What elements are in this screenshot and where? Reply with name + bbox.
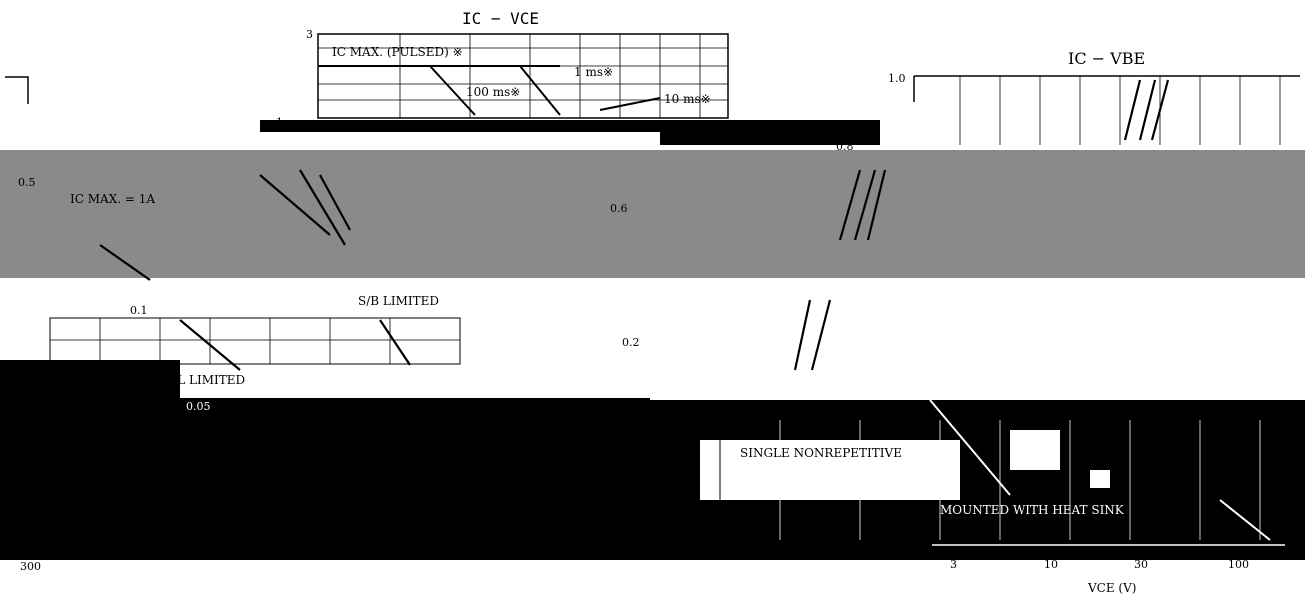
curve-10ms xyxy=(599,97,661,111)
band-white-f xyxy=(1010,430,1060,470)
x-tick-10: 10 xyxy=(1044,558,1058,571)
band-white-a xyxy=(20,300,490,360)
ic-vbe-curves xyxy=(793,79,1170,371)
tick-1-0: 1.0 xyxy=(888,72,906,85)
tick-3: 3 xyxy=(306,28,313,41)
heat-sink-curve xyxy=(929,399,1271,541)
dc-curves xyxy=(99,169,411,371)
ic-vce-frame xyxy=(317,33,729,119)
ic-vbe-top-axis xyxy=(913,75,1300,102)
lower-left-grid-lines xyxy=(50,318,460,364)
tick-0-8: 0.8 xyxy=(836,140,854,153)
band-grey-left xyxy=(0,150,280,250)
band-right-black xyxy=(660,120,880,145)
lower-right-grid-lines xyxy=(779,420,1261,540)
ic-vce-title: IC − VCE xyxy=(462,9,539,28)
ic-vbe-plot xyxy=(719,75,1301,546)
tick-0-2: 0.2 xyxy=(622,336,640,349)
single-nonrepetitive-label: SINGLE NONREPETITIVE xyxy=(740,446,902,460)
tick-0-5: 0.5 xyxy=(18,176,36,189)
tick-1: 1 xyxy=(276,116,283,129)
band-white-g xyxy=(1090,470,1110,488)
band-top-black xyxy=(260,120,660,132)
label-1ms: 1 ms※ xyxy=(574,65,613,79)
ic-vbe-title: IC − VBE xyxy=(1068,49,1145,68)
lower-left-grid xyxy=(49,317,461,365)
x-tick-30: 30 xyxy=(1134,558,1148,571)
curve-1ms xyxy=(519,65,561,116)
ic-max-pulsed-label: IC MAX. (PULSED) ※ xyxy=(332,45,463,59)
tick-0-6: 0.6 xyxy=(610,202,628,215)
band-mid-white xyxy=(650,280,1305,400)
x-axis-label: VCE (V) xyxy=(1087,581,1136,595)
ic-max-label: IC MAX. = 1A xyxy=(70,192,155,206)
curve-100ms xyxy=(429,65,476,116)
band-black-c xyxy=(0,360,180,400)
ic-vce-plot xyxy=(5,33,729,371)
tick-0-05: 0.05 xyxy=(186,400,211,413)
thermal-limited-label: THERMAL LIMITED xyxy=(120,373,245,387)
corner-label-0-005: 0.005 xyxy=(878,543,910,556)
left-axis-fragment xyxy=(5,76,29,104)
label-100ms: 100 ms※ xyxy=(466,85,520,99)
background-bands xyxy=(0,100,1305,600)
tick-300: 300 xyxy=(20,560,41,573)
x-tick-100: 100 xyxy=(1228,558,1249,571)
band-white-b xyxy=(0,560,1305,600)
band-white-c xyxy=(270,110,880,118)
label-10ms: 10 ms※ xyxy=(664,92,711,106)
tick-0-1: 0.1 xyxy=(130,304,148,317)
x-tick-3: 3 xyxy=(950,558,957,571)
sb-limited-label: S/B LIMITED xyxy=(358,294,439,308)
lower-right-grid xyxy=(719,419,1301,541)
band-white-e xyxy=(700,440,960,500)
ic-vbe-grid xyxy=(959,76,1281,145)
heat-sink-label: MOUNTED WITH HEAT SINK xyxy=(940,503,1125,517)
